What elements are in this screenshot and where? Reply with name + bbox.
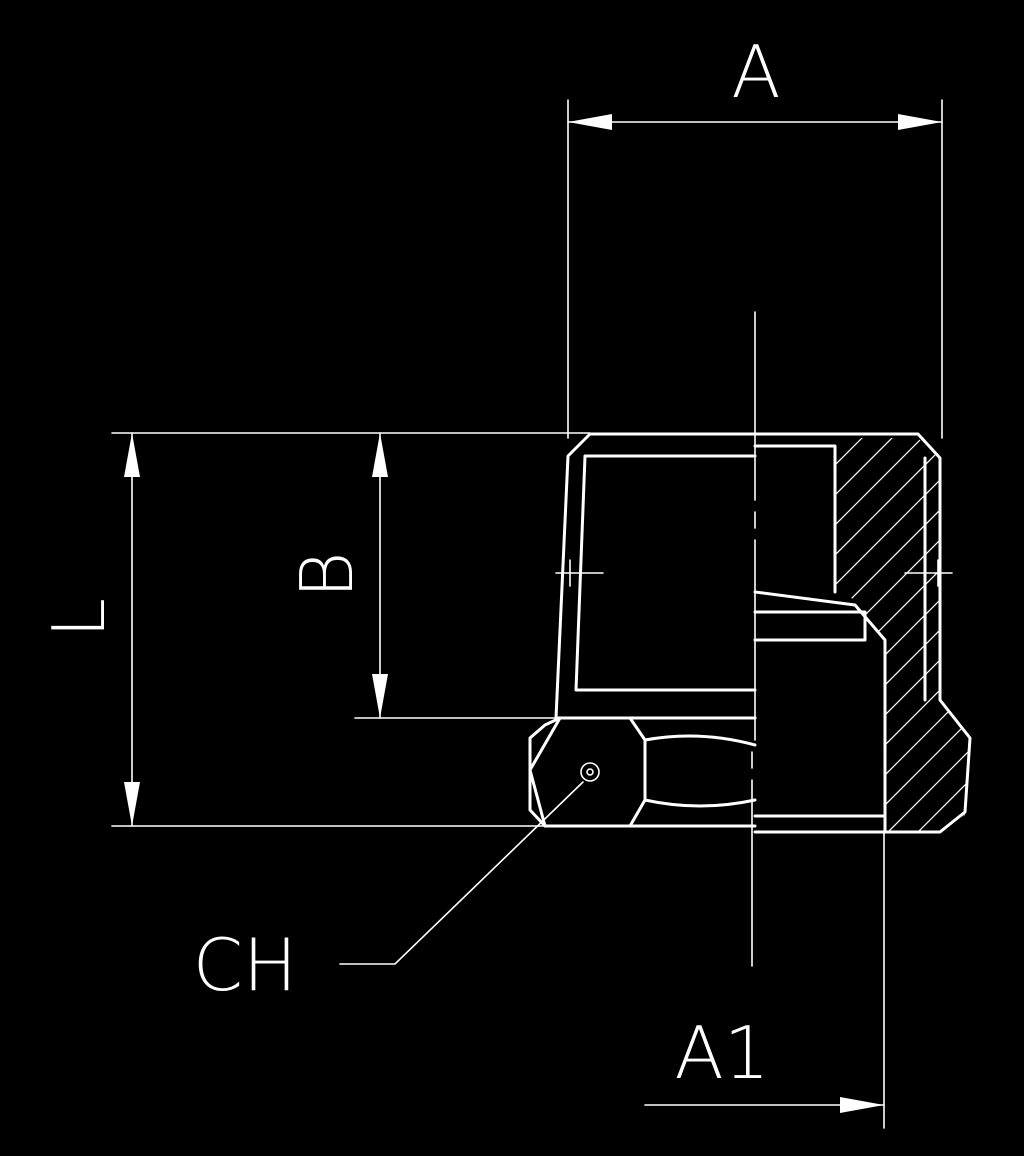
section-bore-step [753, 590, 887, 834]
label-l: L [37, 598, 121, 638]
hex-flat-middle [628, 716, 647, 828]
dim-a-arrow-right [898, 114, 942, 130]
dim-b-arrow-bottom [372, 674, 388, 718]
label-ch: CH [193, 923, 297, 1007]
hex-flat-left [528, 716, 562, 828]
section-bore-upper [753, 444, 837, 594]
section-outer-outline [753, 432, 972, 834]
dim-b-arrow-top [372, 433, 388, 477]
dim-a-arrow-left [568, 114, 612, 130]
plug-outside-view [528, 432, 757, 828]
plug-section-view [753, 432, 972, 834]
dimension-a: A [567, 30, 943, 439]
dimension-l: L [37, 432, 591, 827]
dim-l-arrow-top [124, 433, 140, 477]
ch-callout: CH [193, 781, 584, 1007]
section-hatch [835, 438, 970, 832]
label-b: B [285, 551, 369, 598]
ch-leader-line [339, 781, 584, 965]
dim-a1-arrow [840, 1097, 884, 1113]
hex-mark-icon [580, 762, 600, 782]
dimension-a1: A1 [644, 831, 885, 1129]
label-a1: A1 [674, 1011, 769, 1095]
label-a: A [731, 30, 780, 114]
thread-body-outline [554, 432, 757, 720]
dim-l-arrow-bottom [124, 782, 140, 826]
hex-mark-inner-icon [586, 768, 594, 776]
hex-chamfer-curve [643, 734, 757, 808]
section-bore-inner-lines [753, 610, 867, 642]
dimension-b: B [285, 432, 561, 719]
